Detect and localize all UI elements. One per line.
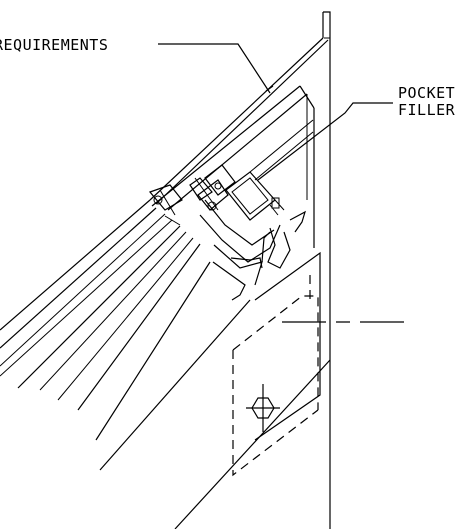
sloped-flashing	[149, 37, 329, 205]
anchor-clip-dashed	[232, 275, 319, 477]
embed-plate	[254, 251, 321, 441]
pocket-label: POCKET	[398, 84, 455, 102]
glazing-layers	[0, 199, 331, 529]
wall-jamb	[322, 11, 331, 529]
requirements-label: REQUIREMENTS	[0, 36, 108, 54]
pocket-filler-callout: POCKET FILLER	[257, 84, 456, 181]
pocket-filler-leader	[257, 102, 393, 181]
pressure-plate-fasteners	[148, 164, 236, 226]
requirements-callout: REQUIREMENTS	[0, 36, 274, 94]
anchor-bolt-icon	[246, 384, 280, 432]
mullion-extrusion	[199, 171, 306, 301]
frame-body	[151, 85, 315, 248]
filler-label: FILLER	[398, 101, 456, 119]
requirements-leader	[158, 43, 271, 94]
